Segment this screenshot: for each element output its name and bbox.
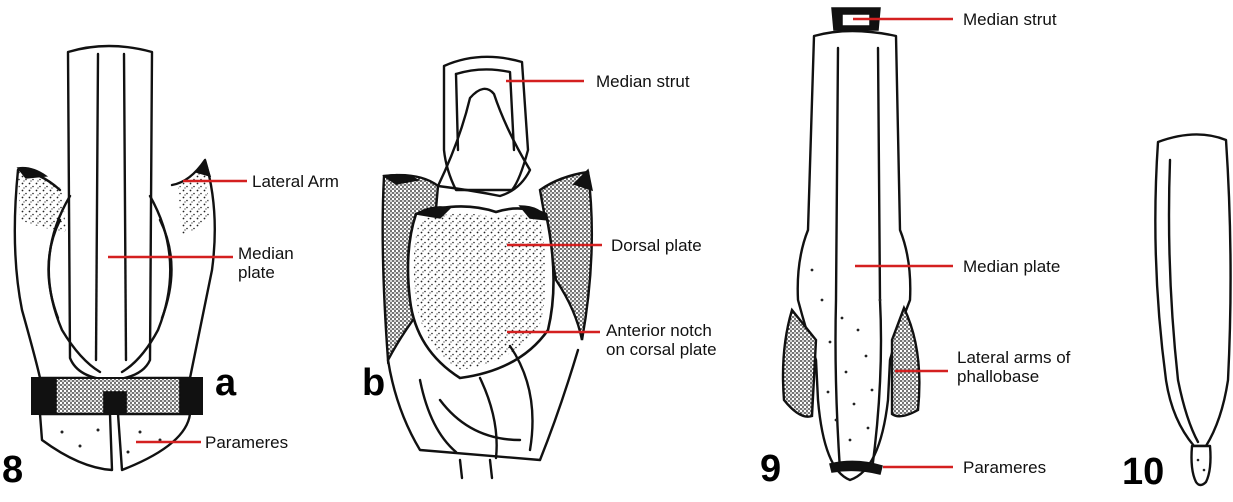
fig10-drawing [1155,134,1230,485]
label-dorsal-plate: Dorsal plate [611,236,702,255]
label-median-strut-9: Median strut [963,10,1057,29]
fig8b-drawing [383,57,592,478]
panel-letter-b: b [362,363,385,403]
label-parameres-8: Parameres [205,433,288,452]
label-median-plate-8: Median plate [238,244,294,282]
label-parameres-9: Parameres [963,458,1046,477]
panel-letter-a: a [215,363,236,403]
fig9-drawing [783,8,919,480]
label-lateral-arm: Lateral Arm [252,172,339,191]
label-anterior-notch: Anterior notch on corsal plate [606,321,717,359]
figure-number-9: 9 [760,449,781,489]
figure-number-8: 8 [2,450,23,490]
label-median-strut-b: Median strut [596,72,690,91]
label-lateral-arms-phallobase: Lateral arms of phallobase [957,348,1070,386]
label-median-plate-9: Median plate [963,257,1060,276]
figure-number-10: 10 [1122,452,1164,492]
